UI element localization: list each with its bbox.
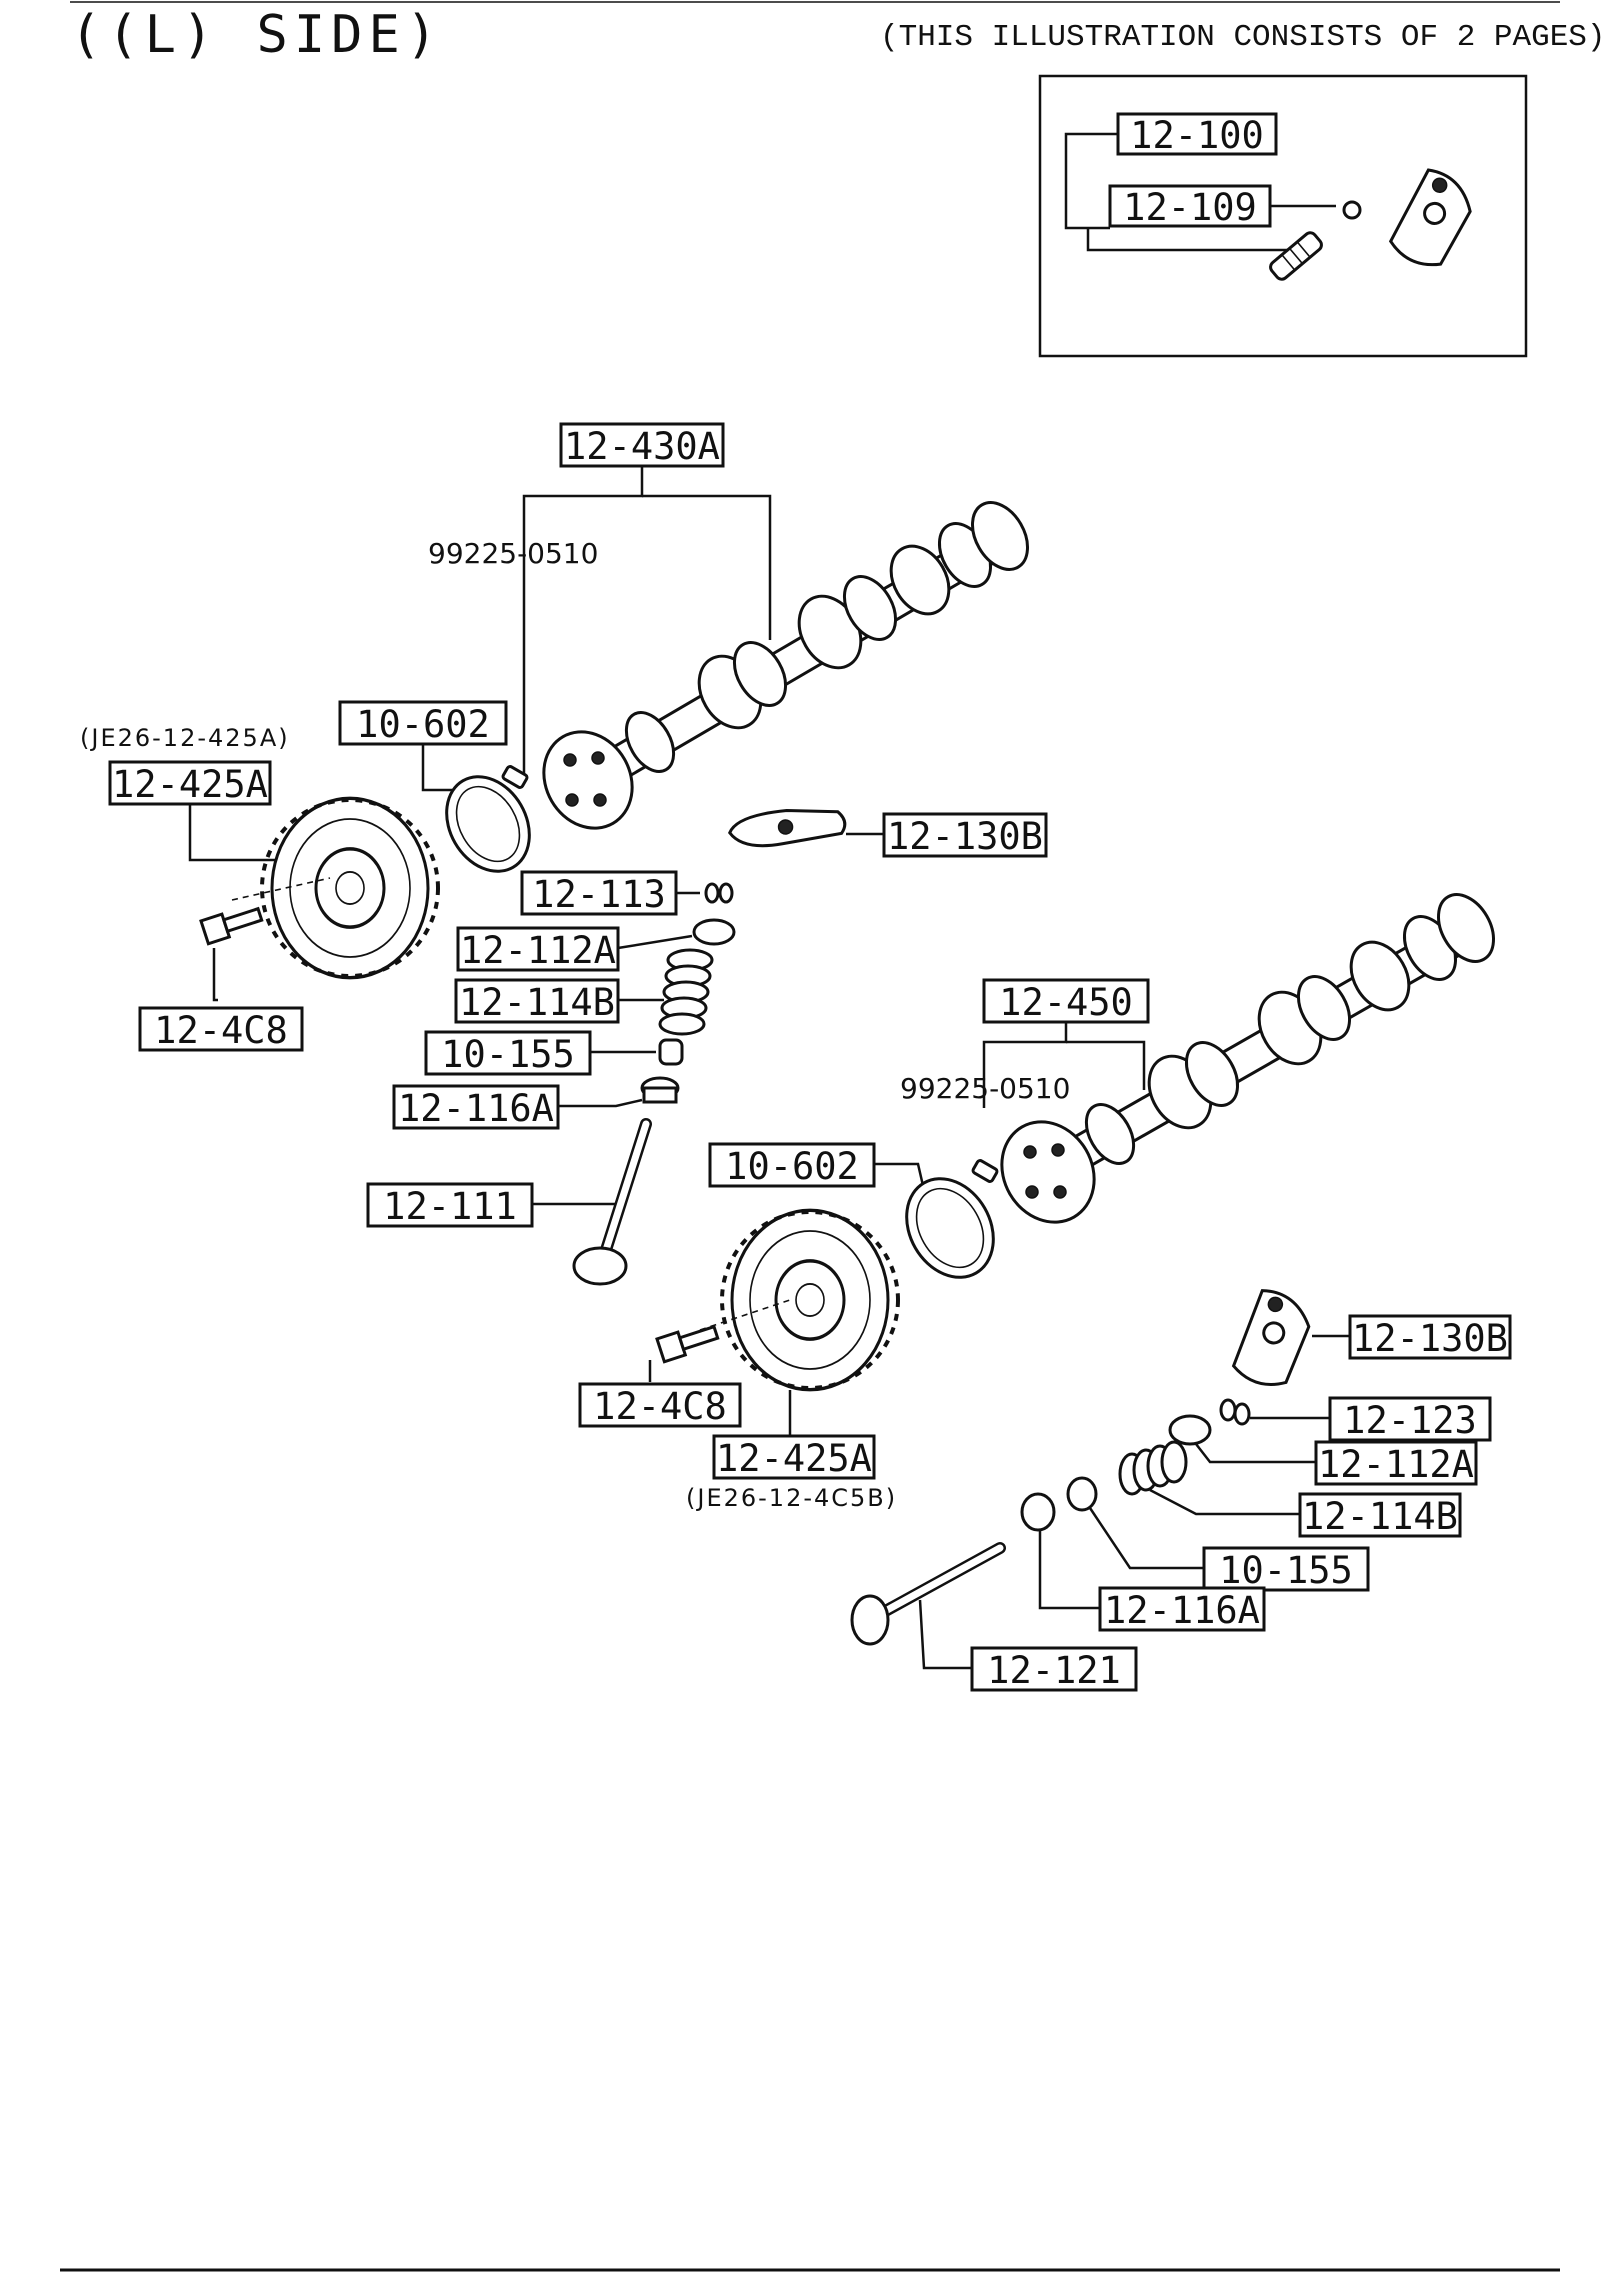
- rocker-arm-icon: [1388, 168, 1472, 267]
- dowel-pin-lower-icon: [971, 1159, 999, 1183]
- valve-keeper-lower-icon: [1219, 1398, 1251, 1426]
- label-12-450: 12-450: [999, 981, 1133, 1024]
- spring-seat-upper-icon: [640, 1076, 680, 1104]
- label-12-130B-lower: 12-130B: [1352, 1317, 1508, 1360]
- label-10-155-lower: 10-155: [1219, 1549, 1353, 1592]
- ball-icon: [1342, 200, 1362, 220]
- label-12-425A-upper: 12-425A: [112, 763, 268, 806]
- label-12-116A-lower: 12-116A: [1104, 1589, 1260, 1632]
- inset-label-12-109: 12-109: [1123, 186, 1257, 229]
- bolt-lower-icon: [655, 1324, 720, 1364]
- sprocket-lower-icon: [720, 1208, 900, 1392]
- label-12-116A-upper: 12-116A: [398, 1087, 554, 1130]
- sprocket-ref-lower: (JE26-12-4C5B): [686, 1484, 897, 1512]
- valve-seal-lower-icon: [1066, 1476, 1098, 1512]
- inset-label-12-100: 12-100: [1130, 114, 1264, 157]
- label-12-114B-lower: 12-114B: [1302, 1495, 1458, 1538]
- camshaft-upper-icon: [542, 501, 1029, 830]
- valve-seal-upper-icon: [658, 1038, 684, 1066]
- sprocket-upper-icon: [260, 796, 440, 980]
- label-12-114B-upper: 12-114B: [459, 981, 615, 1024]
- label-12-430A: 12-430A: [564, 425, 720, 468]
- spring-retainer-upper-icon: [692, 918, 736, 946]
- valve-keeper-upper-icon: [704, 882, 734, 904]
- label-12-112A-lower: 12-112A: [1318, 1443, 1474, 1486]
- label-12-113: 12-113: [532, 873, 666, 916]
- spring-seat-lower-icon: [1020, 1492, 1056, 1532]
- label-10-602-upper: 10-602: [356, 703, 490, 746]
- label-12-112A-upper: 12-112A: [460, 929, 616, 972]
- valve-upper-icon: [572, 1118, 652, 1286]
- camshaft-lower-icon: [1000, 893, 1495, 1224]
- label-10-602-lower: 10-602: [725, 1145, 859, 1188]
- label-10-155-upper: 10-155: [441, 1033, 575, 1076]
- label-12-425A-lower: 12-425A: [716, 1437, 872, 1480]
- sprocket-ref-upper: (JE26-12-425A): [80, 724, 290, 752]
- page-note: (THIS ILLUSTRATION CONSISTS OF 2 PAGES): [880, 20, 1606, 55]
- dowel-pin-icon: [501, 765, 529, 789]
- valve-spring-upper-icon: [658, 948, 714, 1036]
- bolt-upper-icon: [199, 906, 264, 946]
- label-12-121: 12-121: [987, 1649, 1121, 1692]
- adjuster-icon: [1269, 231, 1323, 281]
- pin-number-upper: 99225-0510: [428, 537, 598, 570]
- valve-lower-icon: [850, 1542, 1006, 1646]
- valve-spring-lower-icon: [1118, 1440, 1188, 1496]
- label-12-111: 12-111: [383, 1185, 517, 1228]
- page-title: ((L) SIDE): [70, 5, 443, 65]
- oil-seal-lower-icon: [905, 1177, 995, 1279]
- label-12-123: 12-123: [1343, 1399, 1477, 1442]
- oil-seal-upper-icon: [445, 775, 531, 873]
- label-12-4C8-lower: 12-4C8: [593, 1385, 727, 1428]
- pin-number-lower: 99225-0510: [900, 1072, 1070, 1105]
- spring-retainer-lower-icon: [1168, 1414, 1212, 1446]
- label-12-130B-upper: 12-130B: [887, 815, 1043, 858]
- inset-box: 12-100 12-109: [1038, 74, 1528, 358]
- rocker-arm-upper-icon: [728, 809, 847, 848]
- label-12-4C8-upper: 12-4C8: [154, 1009, 288, 1052]
- rocker-arm-lower-icon: [1231, 1289, 1311, 1386]
